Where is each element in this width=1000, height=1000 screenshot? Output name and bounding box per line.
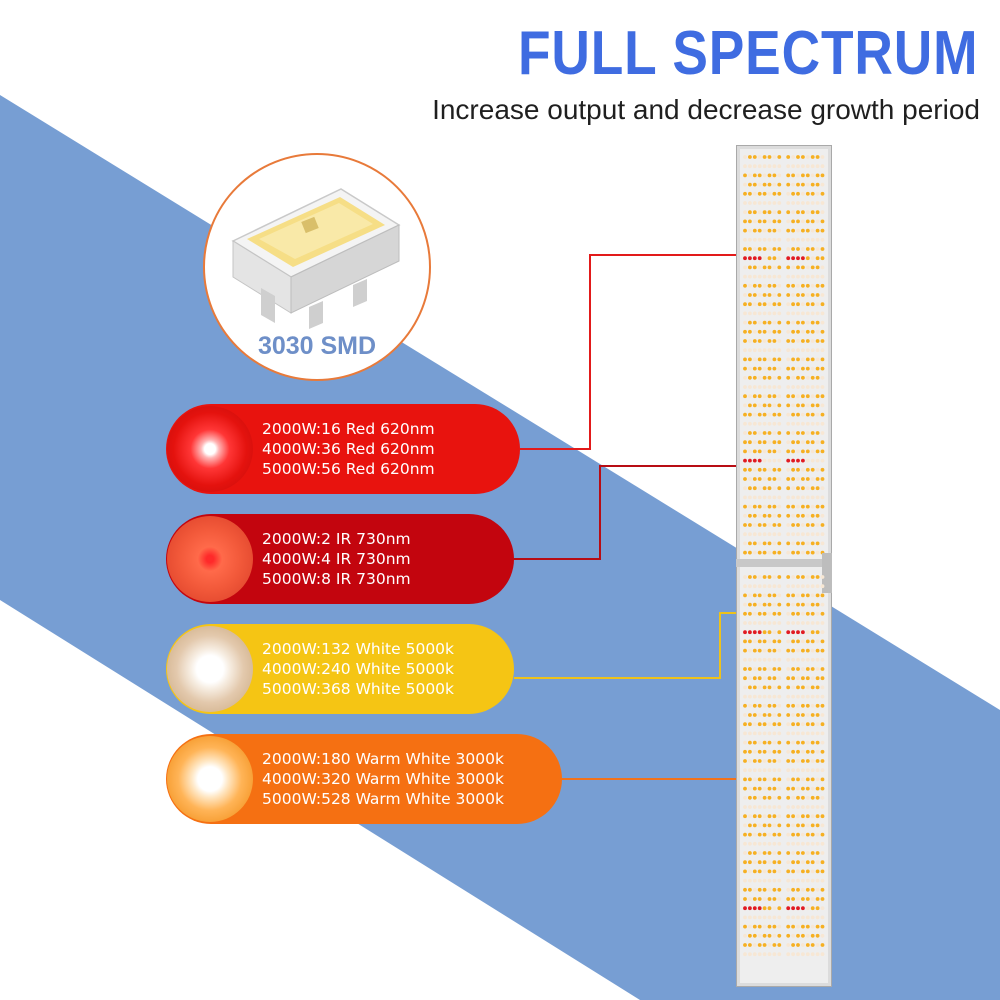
- spec-red-line-1: 2000W:16 Red 620nm: [262, 420, 435, 438]
- spec-warm-line-1: 2000W:180 Warm White 3000k: [262, 750, 504, 768]
- page-subtitle: Increase output and decrease growth peri…: [432, 94, 980, 125]
- spec-white: 2000W:132 White 5000k 4000W:240 White 50…: [166, 624, 514, 714]
- connector-white: [514, 612, 742, 679]
- red-led-icon: [167, 406, 253, 492]
- smd-chip-badge: [203, 153, 431, 381]
- spec-white-line-1: 2000W:132 White 5000k: [262, 640, 455, 658]
- spec-warm-white: 2000W:180 Warm White 3000k 4000W:320 War…: [166, 734, 562, 824]
- spec-red-line-3: 5000W:56 Red 620nm: [262, 460, 435, 478]
- smd-chip-label: 3030 SMD: [257, 332, 377, 360]
- spec-ir-line-2: 4000W:4 IR 730nm: [262, 550, 411, 568]
- spec-white-line-2: 4000W:240 White 5000k: [262, 660, 455, 678]
- spec-red-line-2: 4000W:36 Red 620nm: [262, 440, 435, 458]
- spec-warm-line-3: 5000W:528 Warm White 3000k: [262, 790, 504, 808]
- spec-red: 2000W:16 Red 620nm 4000W:36 Red 620nm 50…: [166, 404, 520, 494]
- spec-warm-line-2: 4000W:320 Warm White 3000k: [262, 770, 504, 788]
- spec-white-line-3: 5000W:368 White 5000k: [262, 680, 455, 698]
- white-led-icon: [167, 626, 253, 712]
- warm-white-led-icon: [167, 736, 253, 822]
- connector-ir: [514, 465, 742, 560]
- spec-ir-line-1: 2000W:2 IR 730nm: [262, 530, 411, 548]
- smd-led-chip-icon: [231, 188, 401, 329]
- connector-red: [520, 254, 742, 450]
- spec-ir: 2000W:2 IR 730nm 4000W:4 IR 730nm 5000W:…: [166, 514, 514, 604]
- led-grow-panel: [736, 145, 832, 987]
- page-title: FULL SPECTRUM: [517, 19, 978, 88]
- ir-led-icon: [167, 516, 253, 602]
- spec-ir-line-3: 5000W:8 IR 730nm: [262, 570, 411, 588]
